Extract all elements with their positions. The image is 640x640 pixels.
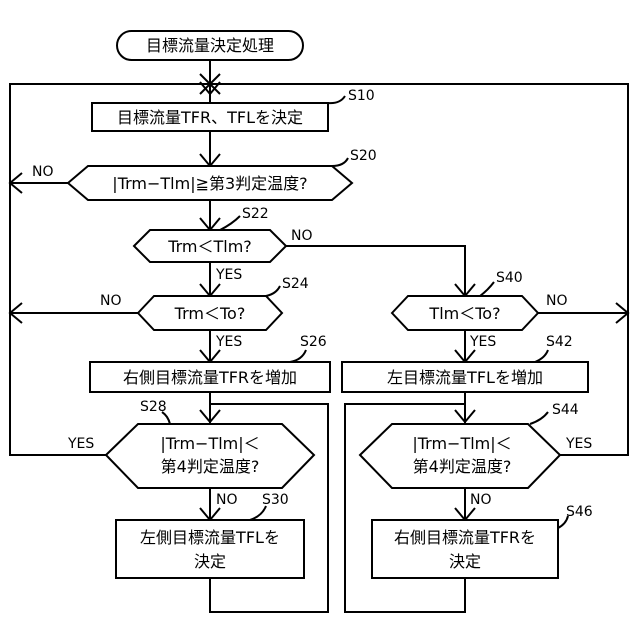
s24-leader: [266, 286, 280, 296]
s40-no-label: NO: [546, 293, 568, 309]
s22-yes-label: YES: [215, 267, 242, 283]
decision-s40: Tlm＜To? S40 NO YES: [392, 270, 568, 350]
s10-leader: [328, 96, 345, 103]
s40-text: Tlm＜To?: [428, 304, 500, 323]
decision-s44: |Trm−Tlm|＜ 第4判定温度? S44 YES NO: [360, 402, 592, 508]
s44-ref: S44: [552, 402, 579, 418]
edge-loop-left: [10, 84, 210, 455]
s44-text-line1: |Trm−Tlm|＜: [412, 434, 511, 453]
s10-ref: S10: [348, 88, 375, 104]
s24-no-label: NO: [100, 293, 122, 309]
s22-ref: S22: [242, 206, 269, 222]
s40-leader: [480, 282, 494, 296]
s26-leader: [290, 350, 306, 362]
s40-yes-label: YES: [469, 334, 496, 350]
edge-s22-no: [286, 246, 465, 296]
s20-ref: S20: [350, 148, 377, 164]
s10-text: 目標流量TFR、TFLを決定: [117, 108, 303, 127]
s40-ref: S40: [496, 270, 523, 286]
s24-yes-label: YES: [215, 334, 242, 350]
s22-leader: [220, 216, 240, 230]
s24-ref: S24: [282, 276, 309, 292]
s28-ref: S28: [140, 399, 167, 415]
s20-leader: [332, 158, 348, 166]
step-s10: 目標流量TFR、TFLを決定 S10: [92, 88, 375, 131]
s22-text: Trm＜Tlm?: [167, 237, 252, 256]
step-s46: 右側目標流量TFRを 決定 S46: [372, 504, 593, 578]
s28-text-line2: 第4判定温度?: [161, 457, 260, 476]
s22-no-label: NO: [291, 228, 313, 244]
start-terminator: 目標流量決定処理: [117, 31, 303, 60]
s42-text: 左目標流量TFLを増加: [387, 368, 543, 387]
decision-s22: Trm＜Tlm? S22 NO YES: [134, 206, 313, 283]
s24-text: Trm＜To?: [174, 304, 246, 323]
s30-text-line1: 左側目標流量TFLを: [140, 528, 280, 547]
s46-text-line1: 右側目標流量TFRを: [394, 528, 536, 547]
s44-no-label: NO: [470, 492, 492, 508]
s28-yes-label: YES: [67, 436, 94, 452]
s20-no-label: NO: [32, 164, 54, 180]
s44-leader: [530, 412, 548, 424]
edge-loop-right: [210, 84, 628, 455]
s44-yes-label: YES: [565, 436, 592, 452]
s26-ref: S26: [300, 334, 327, 350]
s42-ref: S42: [546, 334, 573, 350]
s46-text-line2: 決定: [449, 552, 481, 571]
s30-text-line2: 決定: [194, 552, 226, 571]
s28-text-line1: |Trm−Tlm|＜: [160, 434, 259, 453]
s30-ref: S30: [262, 492, 289, 508]
s26-text: 右側目標流量TFRを増加: [123, 368, 297, 387]
s44-text-line2: 第4判定温度?: [413, 457, 512, 476]
s42-leader: [535, 350, 548, 362]
s46-ref: S46: [566, 504, 593, 520]
s20-text: |Trm−Tlm|≧第3判定温度?: [112, 174, 307, 193]
s30-leader: [250, 506, 266, 520]
decision-s20: |Trm−Tlm|≧第3判定温度? S20 NO: [32, 148, 377, 200]
s28-no-label: NO: [216, 492, 238, 508]
terminator-label: 目標流量決定処理: [146, 36, 274, 55]
